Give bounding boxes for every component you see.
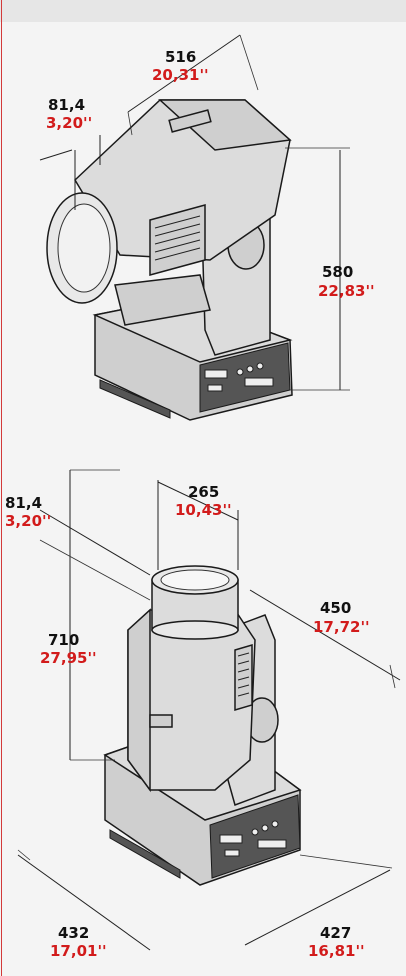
label-head-width-in: 10,43'' [175,501,232,519]
label-lens-offset-in-2: 3,20'' [5,512,51,530]
label-height-in: 22,83'' [318,282,375,300]
label-height-mm: 580 [322,263,353,281]
dimension-lines-bottom [17,469,401,951]
label-base-length: 432 17,01'' [50,924,107,960]
label-height-bottom: 710 27,95'' [40,631,97,667]
label-lens-offset-mm-2: 81,4 [5,494,42,512]
fixture-top-view [46,99,293,421]
head-vent-grille-2 [234,643,253,712]
label-base-width-mm: 427 [320,924,351,942]
base-control-panel-2 [219,820,287,857]
label-width-mm: 516 [165,48,196,66]
label-lens-offset-bottom: 81,4 3,20'' [5,494,51,530]
label-depth-mm: 450 [320,599,351,617]
dimension-lines-top [39,34,350,391]
label-lens-offset-mm: 81,4 [48,96,85,114]
label-width-top: 516 20,31'' [152,48,209,84]
label-height-mm-2: 710 [48,631,79,649]
label-head-width: 265 10,43'' [175,483,232,519]
label-height-top: 580 22,83'' [318,263,375,300]
label-head-width-mm: 265 [188,483,219,501]
left-border [1,0,2,976]
label-base-width-in: 16,81'' [308,942,365,960]
header-band [0,0,406,22]
label-base-width: 427 16,81'' [308,924,365,960]
base-control-panel [204,362,274,392]
label-depth-in: 17,72'' [313,618,370,636]
fixture-bottom-view [103,565,302,886]
label-lens-offset-top: 81,4 3,20'' [46,96,92,132]
label-depth: 450 17,72'' [313,599,370,636]
label-base-length-mm: 432 [58,924,89,942]
label-height-in-2: 27,95'' [40,649,97,667]
label-base-length-in: 17,01'' [50,942,107,960]
label-width-in: 20,31'' [152,66,209,84]
label-lens-offset-in: 3,20'' [46,114,92,132]
head-vent-grille [149,204,206,276]
